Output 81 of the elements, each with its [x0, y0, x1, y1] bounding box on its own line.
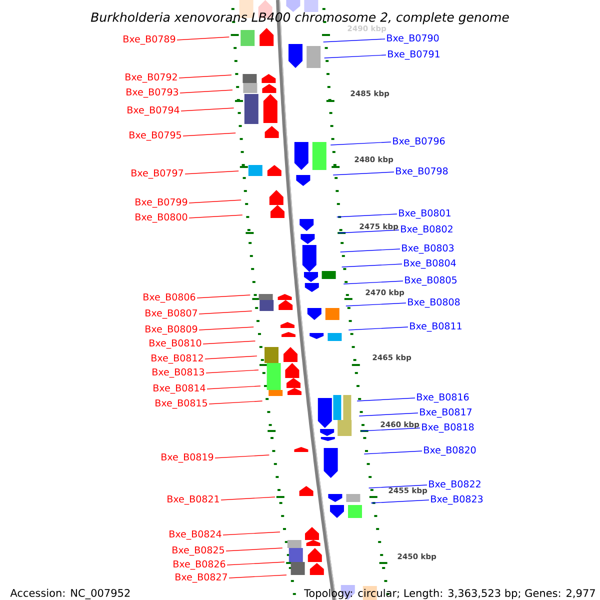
leader-line — [198, 310, 252, 314]
leader-line — [226, 562, 285, 566]
leader-line — [336, 214, 398, 218]
gene-label: Bxe_B0798 — [396, 167, 448, 177]
gene-label: Bxe_B0803 — [402, 244, 454, 254]
gene-label: Bxe_B0810 — [150, 339, 202, 349]
gene-label: Bxe_B0805 — [405, 276, 457, 286]
gene-label: Bxe_B0825 — [172, 546, 224, 556]
leader-line — [368, 484, 428, 488]
leader-line — [202, 340, 256, 344]
title: Burkholderia xenovorans LB400 chromosome 2, complete genome — [90, 12, 509, 24]
gene-label: Bxe_B0790 — [387, 34, 439, 44]
leader-line — [196, 294, 251, 298]
topology-text: Topology: circular; Length: 3,363,523 bp; Genes: 2,977 — [304, 588, 595, 600]
gene-label: Bxe_B0811 — [410, 322, 462, 332]
gene-label: Bxe_B0800 — [136, 213, 188, 223]
leader-line — [208, 400, 263, 404]
gene-label: Bxe_B0822 — [429, 480, 480, 490]
gene-label: Bxe_B0809 — [146, 325, 198, 335]
gene-label: Bxe_B0807 — [146, 309, 197, 319]
gene-label: Bxe_B0789 — [124, 35, 176, 45]
gene-label: Bxe_B0827 — [176, 573, 227, 583]
accession-text: Accession: NC_007952 — [10, 588, 130, 600]
leader-line — [176, 36, 230, 40]
gene-label: Bxe_B0797 — [132, 169, 183, 179]
leader-line — [206, 386, 261, 390]
gene-label: Bxe_B0818 — [422, 423, 474, 433]
leader-line — [360, 428, 420, 432]
gene-label: Bxe_B0801 — [399, 209, 450, 219]
leader-line — [226, 548, 283, 552]
leader-line — [188, 200, 242, 204]
gene-label: Bxe_B0824 — [170, 530, 222, 540]
leader-line — [220, 496, 276, 500]
leader-line — [346, 302, 406, 306]
gene-label: Bxe_B0816 — [417, 393, 469, 403]
gene-label: Bxe_B0794 — [128, 106, 180, 116]
leader-line — [178, 74, 232, 78]
gene-label: Bxe_B0812 — [152, 354, 203, 364]
gene-label: Bxe_B0804 — [404, 259, 456, 269]
leader-line — [188, 214, 243, 218]
leader-line — [338, 230, 400, 234]
leader-line — [356, 398, 416, 402]
leader-line — [222, 532, 280, 536]
leader-line — [182, 132, 236, 136]
leader-line — [358, 412, 418, 416]
leader-line — [198, 326, 254, 330]
gene-label: Bxe_B0802 — [401, 225, 452, 235]
gene-label: Bxe_B0792 — [126, 73, 177, 83]
leader-line — [204, 356, 258, 360]
leader-line — [180, 108, 234, 112]
gene-label: Bxe_B0808 — [408, 298, 460, 308]
gene-label: Bxe_B0799 — [136, 198, 188, 208]
leader-line — [180, 90, 233, 94]
leader-line — [214, 454, 270, 458]
gene-label: Bxe_B0814 — [154, 384, 206, 394]
gene-label: Bxe_B0793 — [126, 88, 178, 98]
gene-label: Bxe_B0806 — [144, 293, 196, 303]
leader-line — [340, 248, 400, 252]
gene-label: Bxe_B0813 — [152, 368, 204, 378]
gene-label: Bxe_B0817 — [420, 408, 472, 418]
leader-line — [364, 450, 422, 454]
leader-line — [330, 142, 392, 146]
leader-line — [228, 574, 287, 578]
gene-label: Bxe_B0826 — [174, 560, 226, 570]
gene-label: Bxe_B0815 — [156, 399, 207, 409]
gene-label: Bxe_B0796 — [393, 137, 445, 147]
leader-line — [184, 170, 239, 174]
leader-line — [341, 264, 402, 268]
leader-line — [343, 280, 404, 284]
leader-line — [206, 370, 259, 374]
leader-line — [332, 172, 394, 176]
gene-label: Bxe_B0823 — [431, 495, 483, 505]
leader-line — [324, 54, 386, 58]
leader-line — [322, 38, 386, 42]
leader-line — [348, 326, 408, 330]
gene-label: Bxe_B0820 — [424, 446, 476, 456]
gene-label: Bxe_B0791 — [388, 50, 440, 60]
gene-label: Bxe_B0795 — [130, 131, 181, 141]
gene-label: Bxe_B0821 — [168, 495, 219, 505]
gene-label: Bxe_B0819 — [162, 453, 214, 463]
leader-line — [370, 500, 430, 504]
